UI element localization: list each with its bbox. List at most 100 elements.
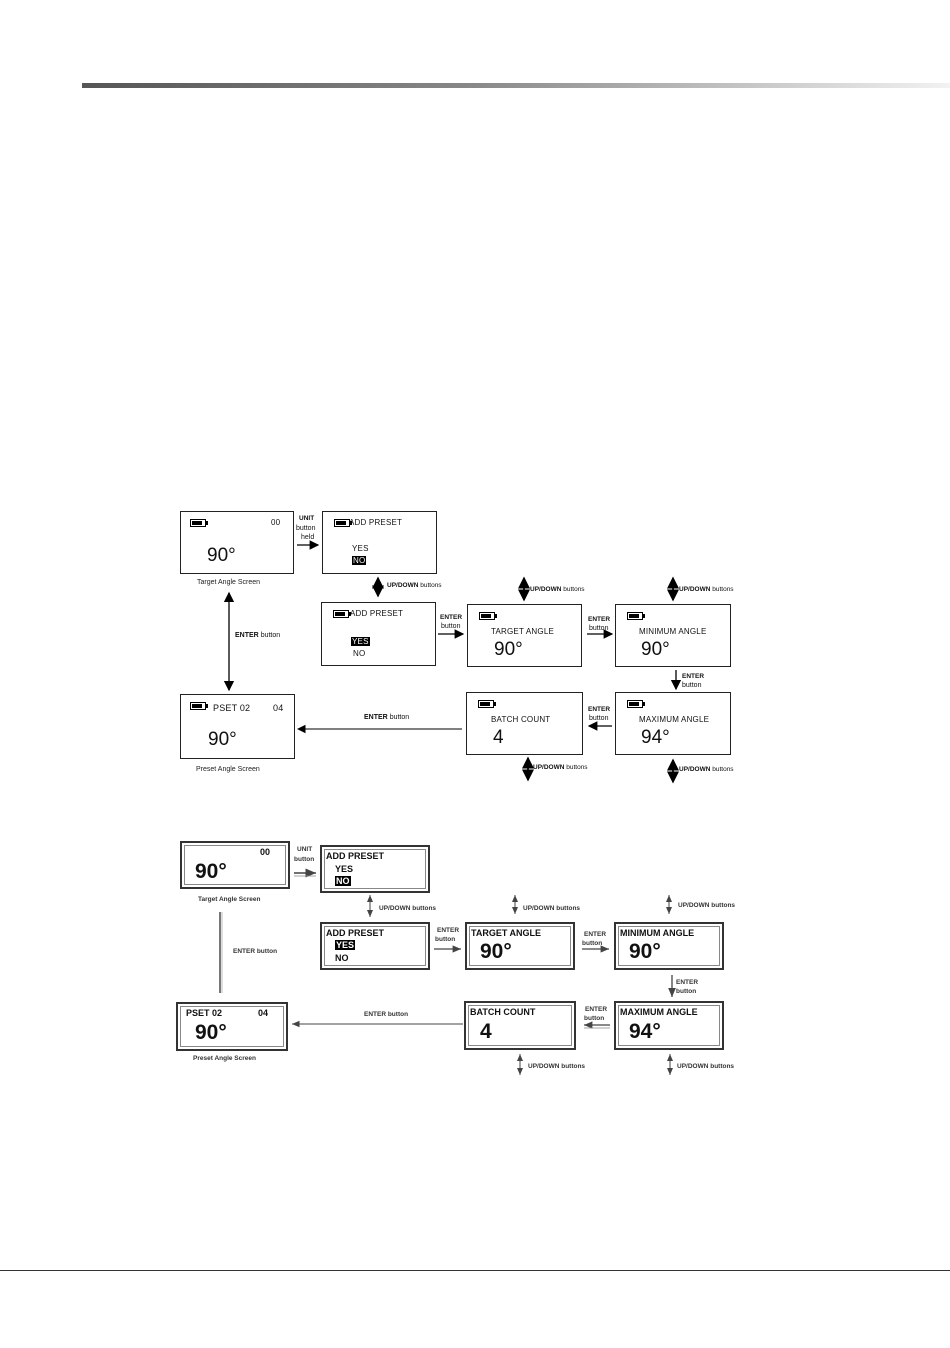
d1-unit-held-label: held: [301, 534, 315, 541]
d1-target-count: 00: [271, 518, 281, 527]
d2-add-preset-a-title: ADD PRESET: [326, 851, 385, 861]
d1-updown-3-label: UP/DOWN buttons: [679, 586, 734, 593]
battery-icon: [478, 700, 496, 708]
d1-updown-2-label: UP/DOWN buttons: [530, 586, 585, 593]
d1-enter-1-button: button: [441, 623, 461, 630]
d1-enter-5-label: ENTER button: [364, 714, 410, 721]
d2-add-preset-b-no: NO: [335, 953, 349, 963]
d2-batch-count-screen: BATCH COUNT 4: [464, 1001, 576, 1050]
d2-add-preset-a-no: NO: [335, 876, 351, 886]
d2-preset-count: 04: [258, 1008, 269, 1018]
d1-batch-count-screen: BATCH COUNT 4: [466, 692, 583, 755]
d1-add-preset-a-no: NO: [352, 556, 367, 565]
d2-minimum-angle-screen: MINIMUM ANGLE 90°: [614, 922, 724, 970]
d1-preset-angle: 90°: [208, 729, 237, 750]
d2-batch-count-title: BATCH COUNT: [470, 1007, 536, 1017]
d1-maximum-angle-screen: MAXIMUM ANGLE 94°: [615, 692, 731, 755]
d1-maximum-angle-value: 94°: [641, 727, 670, 748]
d2-target-angle-screen: 00 90°: [180, 841, 290, 889]
d2-enter-1-button: button: [435, 936, 456, 943]
d1-minimum-angle-screen: MINIMUM ANGLE 90°: [615, 604, 731, 667]
d2-add-preset-a-yes: YES: [335, 864, 354, 874]
d1-add-preset-screen-a: ADD PRESET YES NO: [322, 511, 437, 574]
d1-minimum-angle-value: 90°: [641, 639, 670, 660]
d2-enter-3-label: ENTER: [676, 979, 699, 986]
d1-enter-4-button: button: [589, 715, 609, 722]
d2-unit-label: UNIT: [297, 846, 313, 853]
d2-enter-5-label: ENTER button: [364, 1011, 409, 1018]
d1-add-preset-b-title: ADD PRESET: [350, 609, 404, 618]
d2-maximum-angle-screen: MAXIMUM ANGLE 94°: [614, 1001, 724, 1050]
d2-enter-1-label: ENTER: [437, 927, 460, 934]
d2-enter-vertical-label: ENTER button: [233, 948, 278, 955]
battery-icon: [333, 610, 351, 618]
d2-enter-2-button: button: [582, 940, 603, 947]
d1-target-angle-screen: 00 90°: [180, 511, 294, 574]
d2-target-angle-setting-screen: TARGET ANGLE 90°: [465, 922, 575, 970]
d1-add-preset-screen-b: ADD PRESET YES NO: [321, 602, 436, 666]
d2-target-angle-title: TARGET ANGLE: [471, 928, 541, 938]
d2-updown-3-label: UP/DOWN buttons: [678, 902, 736, 909]
d2-target-angle: 90°: [195, 860, 227, 883]
d1-batch-count-value: 4: [493, 727, 504, 748]
d2-enter-4-button: button: [584, 1015, 605, 1022]
d1-target-angle-title: TARGET ANGLE: [491, 627, 555, 636]
d2-updown-2-label: UP/DOWN buttons: [523, 905, 581, 912]
d2-add-preset-screen-a: ADD PRESET YES NO: [320, 845, 430, 893]
d2-preset-caption: Preset Angle Screen: [193, 1055, 256, 1062]
d1-unit-label: UNIT: [299, 515, 315, 522]
d1-target-angle-value: 90°: [494, 639, 523, 660]
d2-preset-angle-screen: PSET 02 04 90°: [176, 1002, 288, 1051]
d1-target-angle-setting-screen: TARGET ANGLE 90°: [467, 604, 582, 667]
footer-rule: [0, 1270, 950, 1271]
d1-preset-count: 04: [273, 703, 284, 713]
d1-add-preset-a-yes: YES: [352, 544, 369, 553]
d1-target-caption: Target Angle Screen: [197, 579, 261, 586]
d2-minimum-angle-title: MINIMUM ANGLE: [620, 928, 695, 938]
d2-updown-5-label: UP/DOWN buttons: [677, 1063, 735, 1070]
d2-enter-2-label: ENTER: [584, 931, 607, 938]
d1-minimum-angle-title: MINIMUM ANGLE: [639, 627, 707, 636]
d2-enter-4-label: ENTER: [585, 1006, 608, 1013]
d2-preset-title: PSET 02: [186, 1008, 223, 1018]
battery-icon: [479, 612, 497, 620]
d2-maximum-angle-title: MAXIMUM ANGLE: [620, 1007, 698, 1017]
d2-batch-count-value: 4: [480, 1020, 492, 1043]
d1-unit-button-label: button: [296, 525, 316, 532]
d1-preset-title: PSET 02: [213, 703, 251, 713]
d2-updown-1-label: UP/DOWN buttons: [379, 905, 437, 912]
d2-enter-3-button: button: [676, 988, 697, 995]
d2-add-preset-b-yes: YES: [335, 940, 356, 950]
battery-icon: [627, 612, 645, 620]
d1-enter-vertical-label: ENTER button: [235, 632, 281, 639]
d1-enter-3-button: button: [682, 682, 702, 689]
d1-add-preset-b-yes: YES: [351, 637, 370, 646]
d1-preset-caption: Preset Angle Screen: [196, 766, 260, 773]
d1-maximum-angle-title: MAXIMUM ANGLE: [639, 715, 710, 724]
d1-add-preset-a-title: ADD PRESET: [349, 518, 403, 527]
d1-updown-5-label: UP/DOWN buttons: [679, 766, 734, 773]
d2-add-preset-b-title: ADD PRESET: [326, 928, 385, 938]
battery-icon: [627, 700, 645, 708]
d1-enter-3-label: ENTER: [682, 673, 705, 680]
battery-icon: [334, 519, 352, 527]
d1-enter-1-label: ENTER: [440, 614, 463, 621]
d2-unit-button-label: button: [294, 856, 315, 863]
battery-icon: [190, 702, 208, 710]
d1-enter-2-button: button: [589, 625, 609, 632]
d1-updown-4-label: UP/DOWN buttons: [533, 764, 588, 771]
d2-add-preset-screen-b: ADD PRESET YES NO: [320, 922, 430, 970]
battery-icon: [190, 519, 208, 527]
d1-preset-angle-screen: PSET 02 04 90°: [180, 694, 295, 759]
d1-updown-1-label: UP/DOWN buttons: [387, 582, 442, 589]
d1-add-preset-b-no: NO: [353, 649, 366, 658]
d2-target-angle-value: 90°: [480, 940, 512, 963]
d1-target-angle: 90°: [207, 545, 236, 566]
d1-batch-count-title: BATCH COUNT: [491, 715, 551, 724]
header-rule: [82, 83, 950, 88]
d2-minimum-angle-value: 90°: [629, 940, 661, 963]
d2-preset-angle: 90°: [195, 1021, 227, 1044]
d2-maximum-angle-value: 94°: [629, 1020, 661, 1043]
d1-enter-2-label: ENTER: [588, 616, 611, 623]
